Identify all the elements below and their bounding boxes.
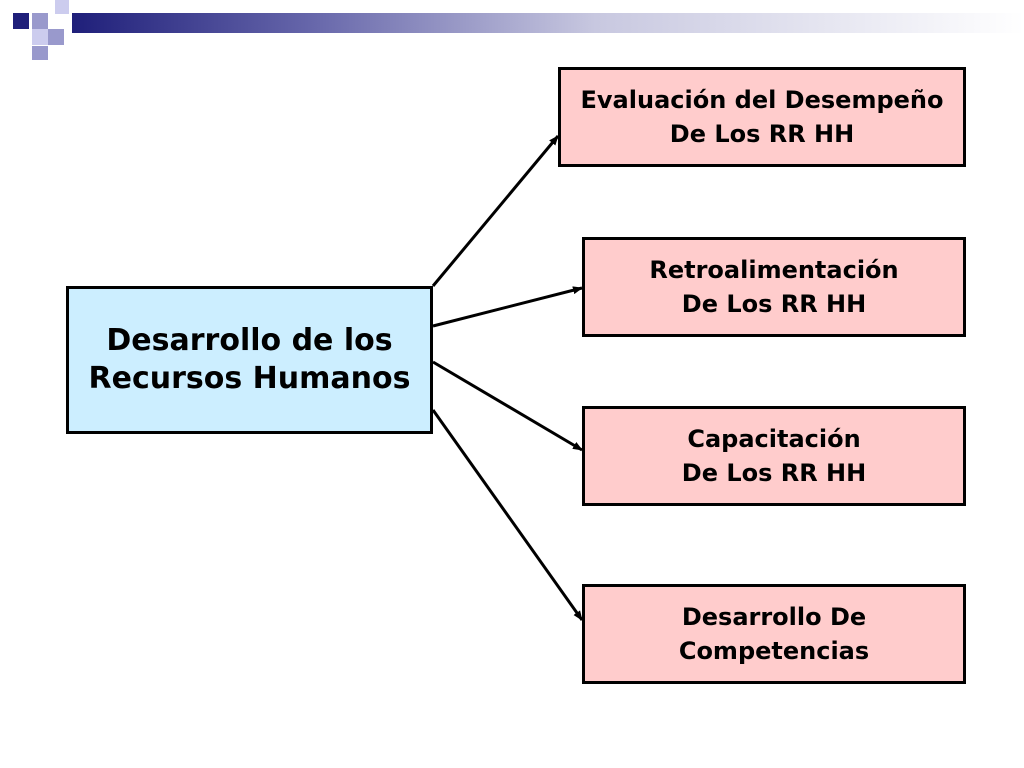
header-gradient-bar [72,13,1024,33]
node-label-line1: Retroalimentación [649,256,899,284]
header-square-light-3 [48,29,64,45]
header-square-dark-1 [13,13,29,29]
node-desarrollo-competencias: Desarrollo De Competencias [582,584,966,684]
node-capacitacion: Capacitación De Los RR HH [582,406,966,506]
node-retroalimentacion: Retroalimentación De Los RR HH [582,237,966,337]
node-label-line1: Evaluación del Desempeño [580,86,944,114]
header-square-light-2 [32,29,48,45]
node-label-line1: Desarrollo De [681,603,867,631]
node-label-line2: De Los RR HH [669,120,855,148]
header-square-light-5 [55,0,69,14]
node-label-line1: Capacitación [687,425,861,453]
arrow-to-capacitacion [432,360,583,452]
arrow-to-competencias [431,409,584,621]
node-label-line2: Competencias [678,637,870,665]
arrow-to-retroalimentacion [432,286,583,328]
arrow-to-evaluacion [431,135,560,287]
node-evaluacion-desempeno: Evaluación del Desempeño De Los RR HH [558,67,966,167]
header-square-light-1 [32,13,48,29]
header-square-light-4 [32,46,48,60]
node-label-line2: De Los RR HH [681,459,867,487]
central-node-line2: Recursos Humanos [88,361,411,396]
central-node: Desarrollo de los Recursos Humanos [66,286,433,434]
central-node-line1: Desarrollo de los [106,323,393,358]
node-label-line2: De Los RR HH [681,290,867,318]
